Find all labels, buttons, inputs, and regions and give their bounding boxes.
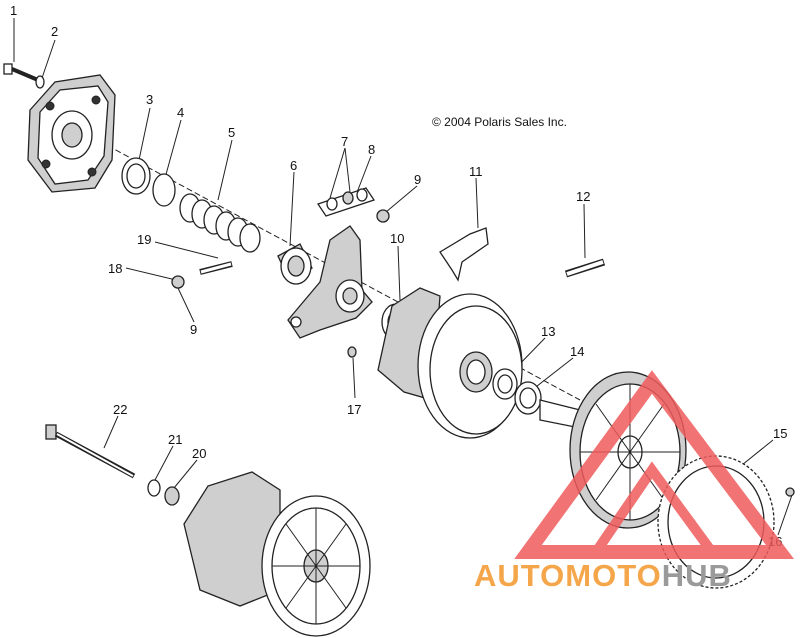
- callout-17: 17: [347, 402, 361, 417]
- part-bolt-1: [3, 63, 39, 82]
- watermark-logo: [514, 370, 795, 559]
- callout-12: 12: [576, 189, 590, 204]
- watermark-moto: MOTO: [565, 558, 661, 593]
- part-washer-13: [492, 368, 518, 400]
- callout-7: 7: [341, 134, 348, 149]
- watermark-auto: AUTO: [474, 558, 565, 593]
- callout-9-upper: 9: [414, 172, 421, 187]
- part-pin-19: [199, 261, 233, 275]
- callout-6: 6: [290, 158, 297, 173]
- callout-22: 22: [113, 402, 127, 417]
- callout-18: 18: [108, 261, 122, 276]
- callout-14: 14: [570, 344, 584, 359]
- part-bolt-22: [45, 424, 136, 479]
- callout-4: 4: [177, 105, 184, 120]
- part-clip-11: [439, 227, 489, 282]
- part-moveable-sheave: [377, 287, 523, 439]
- part-washer-2: [35, 75, 45, 89]
- part-fixed-sheave: [539, 371, 687, 529]
- part-hardware-7-8: [316, 187, 376, 217]
- callout-20: 20: [192, 446, 206, 461]
- callout-15: 15: [773, 426, 787, 441]
- callout-10: 10: [390, 231, 404, 246]
- part-snap-ring-4: [152, 173, 176, 207]
- callout-21: 21: [168, 432, 182, 447]
- part-washer-21: [147, 479, 161, 497]
- callout-2: 2: [51, 24, 58, 39]
- watermark-text: AUTOMOTOHUB: [474, 558, 732, 593]
- callout-19: 19: [137, 232, 151, 247]
- callout-8: 8: [368, 142, 375, 157]
- part-nut-20: [164, 486, 180, 506]
- callout-3: 3: [146, 92, 153, 107]
- part-washer-14: [514, 381, 542, 415]
- copyright-notice: © 2004 Polaris Sales Inc.: [432, 115, 567, 129]
- callout-1: 1: [10, 3, 17, 18]
- part-nut-17: [347, 346, 357, 358]
- watermark-hub: HUB: [662, 558, 732, 593]
- callout-9-lower: 9: [190, 322, 197, 337]
- part-spring-5: [179, 193, 261, 253]
- part-screw-16: [785, 487, 795, 497]
- part-roller-6: [277, 243, 313, 285]
- part-button-18: [171, 275, 185, 289]
- part-bushing-3: [121, 157, 151, 195]
- callout-5: 5: [228, 125, 235, 140]
- part-cover-plate: [27, 74, 116, 193]
- part-spider-arm: [287, 225, 373, 339]
- callout-13: 13: [541, 324, 555, 339]
- part-clutch-assembly: [183, 471, 371, 637]
- callout-11: 11: [469, 164, 483, 179]
- part-pin-12: [564, 258, 606, 278]
- part-button-9-upper: [376, 209, 390, 223]
